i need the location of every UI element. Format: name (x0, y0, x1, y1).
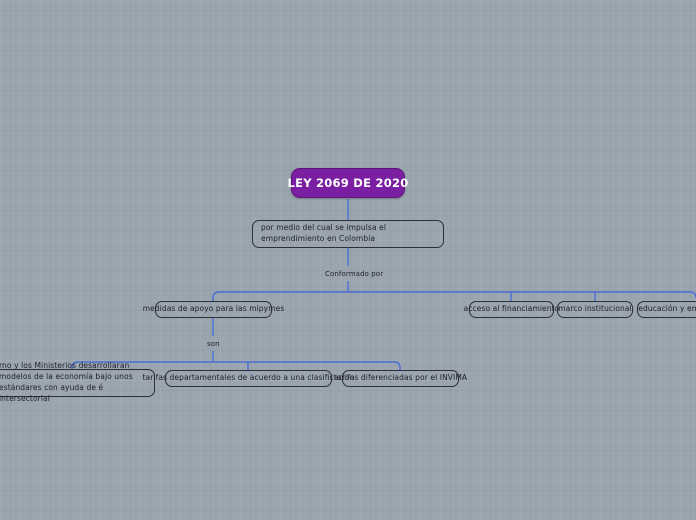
leaf-node-tarifas-invima[interactable]: tarifas diferenciadas por el INVIMA (334, 370, 467, 387)
edge-label-son: son (207, 340, 220, 348)
branch-node-educacion[interactable]: educación y empre (637, 301, 696, 318)
root-node[interactable]: LEY 2069 DE 2020 (288, 168, 408, 198)
leaf-node-modelos[interactable]: rno y los Ministerios desarrollaran mode… (0, 361, 155, 403)
subtitle-node[interactable]: por medio del cual se impulsa el emprend… (252, 220, 444, 248)
connector-drop-mipymes (212, 291, 220, 301)
branch-node-marco-institucional[interactable]: marco institucional (557, 301, 633, 318)
leaf-node-tarifas-departamentales[interactable]: tarifas departamentales de acuerdo a una… (143, 370, 354, 387)
connector-drop-educacion (689, 291, 696, 299)
branch-node-financiamiento[interactable]: acceso al financiamiento (464, 301, 559, 318)
branch-node-mipymes[interactable]: medidas de apoyo para las mipymes (143, 301, 284, 318)
edge-label-conformado-por: Conformado por (325, 270, 384, 278)
